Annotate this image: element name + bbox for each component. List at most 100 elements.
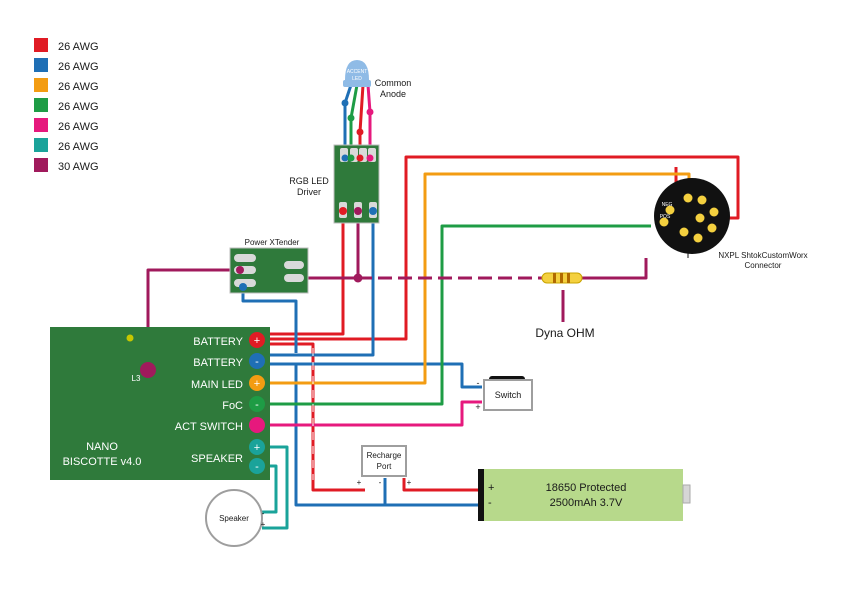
led-badge-line1: ACCENT	[347, 69, 368, 75]
speaker-plus: +	[261, 520, 266, 529]
legend-swatch-blue	[34, 58, 48, 72]
battery-line2: 2500mAh 3.7V	[550, 497, 623, 509]
connector-label-line1: NXPL ShtokCustomWorx	[718, 251, 807, 260]
pin-label-act-switch: ACT SWITCH	[175, 421, 243, 433]
led-leg-dot-red	[356, 128, 364, 136]
pin-symbol-battery-pos: +	[254, 335, 260, 347]
wire-battery-neg-recharge	[294, 364, 387, 507]
xtender-label: Power XTender	[245, 238, 300, 247]
pin-label-foc: FoC	[222, 400, 243, 412]
pin-symbol-foc: -	[255, 399, 259, 411]
rgb-led-driver: RGB LED Driver	[289, 144, 380, 224]
led-leg-dot-pink	[366, 108, 374, 116]
driver-dot-blue	[341, 154, 349, 162]
driver-dot-red	[356, 154, 364, 162]
legend-swatch-pink	[34, 118, 48, 132]
led-dome	[345, 60, 369, 80]
driver-out-red	[339, 207, 347, 215]
nxpl-connector: NEG POS NXPL ShtokCustomWorx Connector	[654, 178, 808, 270]
wire-xtender-battery-neg	[241, 287, 298, 353]
pin-foc	[249, 396, 265, 412]
led-leg-dot-green	[347, 114, 355, 122]
xtender-dot-blue	[239, 283, 247, 291]
legend-swatch-purple	[34, 158, 48, 172]
recharge-plus-right: +	[407, 478, 412, 487]
resistor-band-2	[560, 273, 563, 283]
accent-led: ACCENT LED Common Anode	[341, 60, 412, 136]
recharge-port-body	[361, 445, 407, 477]
connector-pin-neg	[665, 205, 675, 215]
legend-label-7: 30 AWG	[58, 161, 99, 173]
connector-pin-label-neg: NEG	[662, 202, 673, 208]
xtender-pad-1	[234, 254, 256, 262]
legend-swatch-orange	[34, 78, 48, 92]
pin-label-main-led: MAIN LED	[191, 379, 243, 391]
pin-battery-neg	[249, 353, 265, 369]
battery-minus: -	[488, 497, 492, 509]
xtender-pad-5	[284, 274, 304, 282]
wires	[146, 84, 740, 530]
l3-label: L3	[132, 374, 141, 383]
driver-label-line2: Driver	[297, 187, 321, 197]
led-leg-dot-blue	[341, 99, 349, 107]
connector-pin-3	[709, 207, 719, 217]
resistor-band-1	[553, 273, 556, 283]
driver-dot-pink	[366, 154, 374, 162]
pin-symbol-speaker-neg: -	[255, 461, 259, 473]
pin-act-switch	[249, 417, 265, 433]
pin-symbol-speaker-pos: +	[254, 442, 260, 454]
battery-body	[478, 469, 683, 521]
legend-label-2: 26 AWG	[58, 61, 99, 73]
switch-minus: -	[477, 378, 480, 388]
pin-main-led	[249, 375, 265, 391]
wire-recharge-battery-pos	[402, 478, 478, 492]
legend-label-3: 26 AWG	[58, 81, 99, 93]
connector-pin-pos	[659, 217, 669, 227]
wire-resistor-connector	[582, 258, 648, 280]
pin-symbol-battery-neg: -	[255, 356, 259, 368]
recharge-label-line1: Recharge	[367, 451, 402, 460]
battery-plus: +	[488, 482, 494, 494]
battery-pack: + - 18650 Protected 2500mAh 3.7V	[478, 469, 691, 521]
speaker-label: Speaker	[219, 514, 249, 523]
pin-label-speaker: SPEAKER	[191, 453, 243, 465]
wire-foc	[263, 224, 651, 406]
board-name-line1: NANO	[86, 441, 118, 453]
recharge-label-line2: Port	[377, 462, 392, 471]
driver-dot-green	[347, 154, 355, 162]
led-label-line2: Anode	[380, 89, 406, 99]
led-badge-line2: LED	[352, 76, 362, 82]
wire-act-switch	[263, 400, 482, 427]
led-label-line1: Common	[375, 78, 412, 88]
speaker-minus: -	[262, 509, 265, 518]
connector-pin-6	[679, 227, 689, 237]
pin-battery-pos	[249, 332, 265, 348]
switch: Switch - +	[475, 376, 533, 412]
legend-swatch-green	[34, 98, 48, 112]
legend-swatch-red	[34, 38, 48, 52]
resistor-band-3	[567, 273, 570, 283]
connector-pin-1	[683, 193, 693, 203]
connector-pin-center	[695, 213, 705, 223]
connector-pin-label-pos: POS	[660, 214, 671, 220]
wire-speaker-pos	[262, 445, 289, 530]
xtender-junction	[353, 273, 363, 283]
nano-biscotte-board: L3 NANO BISCOTTE v4.0 BATTERY + BATTERY …	[50, 327, 270, 480]
recharge-minus: -	[379, 478, 382, 487]
battery-pos-nub	[682, 484, 691, 504]
connector-pin-4	[707, 223, 717, 233]
switch-body	[483, 379, 533, 411]
speaker: Speaker - +	[205, 489, 266, 547]
speaker-body	[205, 489, 263, 547]
xtender-dot-purple	[236, 266, 244, 274]
connector-body	[654, 178, 730, 254]
pin-label-battery-neg: BATTERY	[193, 357, 243, 369]
driver-label-line1: RGB LED	[289, 176, 329, 186]
legend-label-1: 26 AWG	[58, 41, 99, 53]
switch-plus: +	[475, 402, 480, 412]
xtender-pad-4	[284, 261, 304, 269]
driver-out-blue	[369, 207, 377, 215]
led-base	[343, 80, 371, 87]
battery-line1: 18650 Protected	[546, 482, 627, 494]
switch-label: Switch	[495, 390, 522, 400]
